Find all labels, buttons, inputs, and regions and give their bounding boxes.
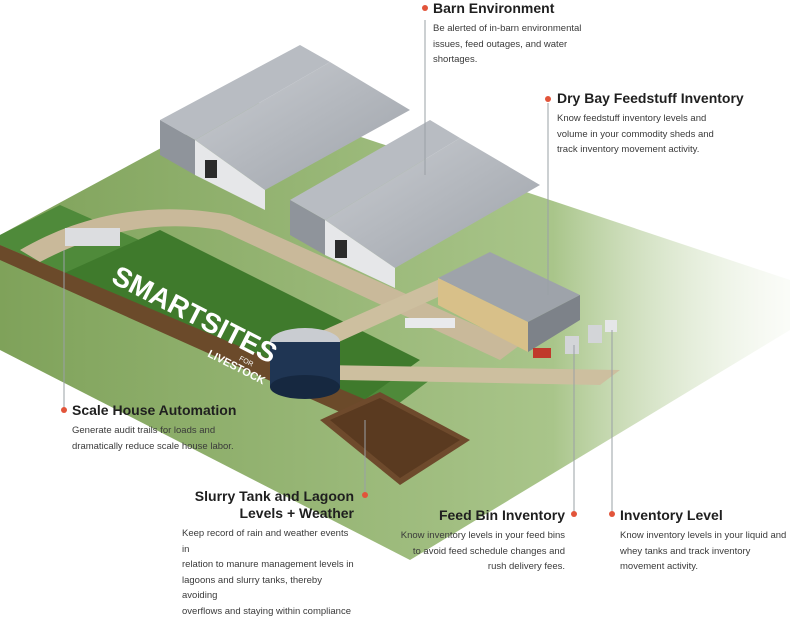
scale-house [65, 228, 120, 246]
barn-1-roof-left [160, 45, 330, 140]
callout-title: Barn Environment [433, 0, 555, 16]
tractor [533, 348, 551, 358]
callout-dry-bay: Dry Bay Feedstuff Inventory Know feedstu… [557, 90, 789, 158]
callout-text: Be alerted of in-barn environmental issu… [433, 23, 582, 65]
feed-bin [565, 336, 579, 354]
callout-text: Know feedstuff inventory levels and volu… [557, 113, 714, 155]
slurry-dot [362, 492, 368, 498]
callout-title: Feed Bin Inventory [438, 507, 565, 523]
callout-text: Know inventory levels in your liquid and… [620, 530, 787, 572]
slurry-tank [270, 375, 340, 399]
callout-inventory-level: Inventory Level Know inventory levels in… [620, 507, 790, 575]
callout-text: Keep record of rain and weather events i… [182, 528, 354, 617]
farm-illustration: SMARTSITES FOR LIVESTOCK [0, 20, 790, 560]
barn-2-roof-right [325, 138, 540, 268]
barn-1-roof-right [195, 62, 410, 190]
callout-title: Dry Bay Feedstuff Inventory [557, 90, 744, 106]
callout-title: Inventory Level [620, 507, 723, 523]
callout-scale-house: Scale House Automation Generate audit tr… [72, 402, 292, 454]
inventory-dot [609, 511, 615, 517]
feedbin-dot [571, 511, 577, 517]
callout-text: Know inventory levels in your feed bins … [400, 530, 565, 572]
callout-text: Generate audit trails for loads and dram… [72, 425, 234, 452]
gravel-road [20, 209, 520, 360]
commodity-shed-roof [438, 252, 580, 322]
callout-title: Slurry Tank and Lagoon Levels + Weather [194, 488, 354, 521]
callout-barn-environment: Barn Environment Be alerted of in-barn e… [433, 0, 633, 68]
drybay-dot [545, 96, 551, 102]
callout-slurry-tank: Slurry Tank and Lagoon Levels + Weather … [150, 488, 354, 619]
callout-title: Scale House Automation [72, 402, 237, 418]
barn-dot [422, 5, 428, 11]
feed-truck [405, 318, 455, 328]
liquid-tank [605, 320, 617, 332]
callout-feed-bin: Feed Bin Inventory Know inventory levels… [390, 507, 565, 575]
barn-2-roof-left [290, 120, 460, 220]
scale-dot [61, 407, 67, 413]
